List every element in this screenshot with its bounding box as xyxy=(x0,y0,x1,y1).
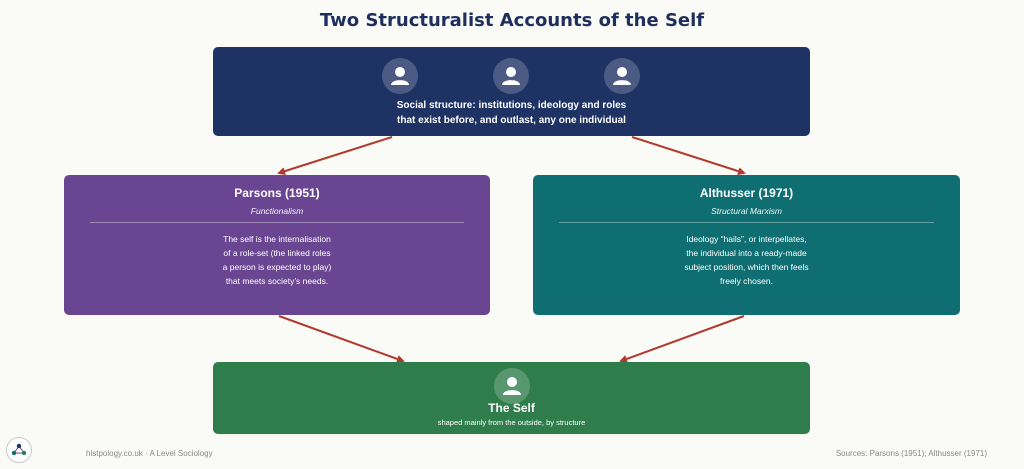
althusser-box: Althusser (1971) Structural Marxism Ideo… xyxy=(533,175,960,315)
self-title: The Self xyxy=(488,401,535,415)
self-subtitle: shaped mainly from the outside, by struc… xyxy=(437,418,586,427)
parsons-title: Parsons (1951) xyxy=(234,186,320,200)
althusser-line: the individual into a ready-made xyxy=(686,248,807,258)
logo-icon[interactable] xyxy=(6,437,32,463)
althusser-line: subject position, which then feels xyxy=(684,262,809,272)
parsons-line: that meets society’s needs. xyxy=(225,276,329,286)
arrow-structure-to-parsons xyxy=(277,136,393,175)
social-structure-text: Social structure: institutions, ideology… xyxy=(213,98,810,128)
althusser-subtitle: Structural Marxism xyxy=(711,206,782,216)
althusser-line: freely chosen. xyxy=(720,276,773,286)
footer-site-credit: histpology.co.uk · A Level Sociology xyxy=(86,449,213,458)
person-icon xyxy=(494,368,530,404)
footer-sources: Sources: Parsons (1951); Althusser (1971… xyxy=(835,449,987,458)
parsons-divider xyxy=(90,222,464,223)
arrow-parsons-to-self xyxy=(278,315,405,363)
arrow-althusser-to-self xyxy=(619,315,745,363)
althusser-divider xyxy=(559,222,934,223)
social-structure-line: that exist before, and outlast, any one … xyxy=(397,115,626,126)
althusser-line: Ideology “hails”, or interpellates, xyxy=(686,234,807,244)
self-box: The Self shaped mainly from the outside,… xyxy=(213,362,810,434)
page-title: Two Structuralist Accounts of the Self xyxy=(319,10,705,31)
person-icon xyxy=(604,58,640,94)
parsons-line: The self is the internalisation xyxy=(223,234,331,244)
person-icon xyxy=(493,58,529,94)
parsons-box: Parsons (1951) Functionalism The self is… xyxy=(64,175,490,315)
althusser-title: Althusser (1971) xyxy=(699,186,794,200)
social-structure-line: Social structure: institutions, ideology… xyxy=(396,100,627,111)
social-structure-box: Social structure: institutions, ideology… xyxy=(213,47,810,136)
parsons-line: a person is expected to play) xyxy=(222,262,332,272)
parsons-description: The self is the internalisation of a rol… xyxy=(64,232,490,288)
parsons-subtitle: Functionalism xyxy=(250,206,304,216)
arrow-structure-to-althusser xyxy=(631,136,746,175)
althusser-description: Ideology “hails”, or interpellates, the … xyxy=(533,232,960,288)
person-icon xyxy=(382,58,418,94)
parsons-line: of a role-set (the linked roles xyxy=(223,248,331,258)
